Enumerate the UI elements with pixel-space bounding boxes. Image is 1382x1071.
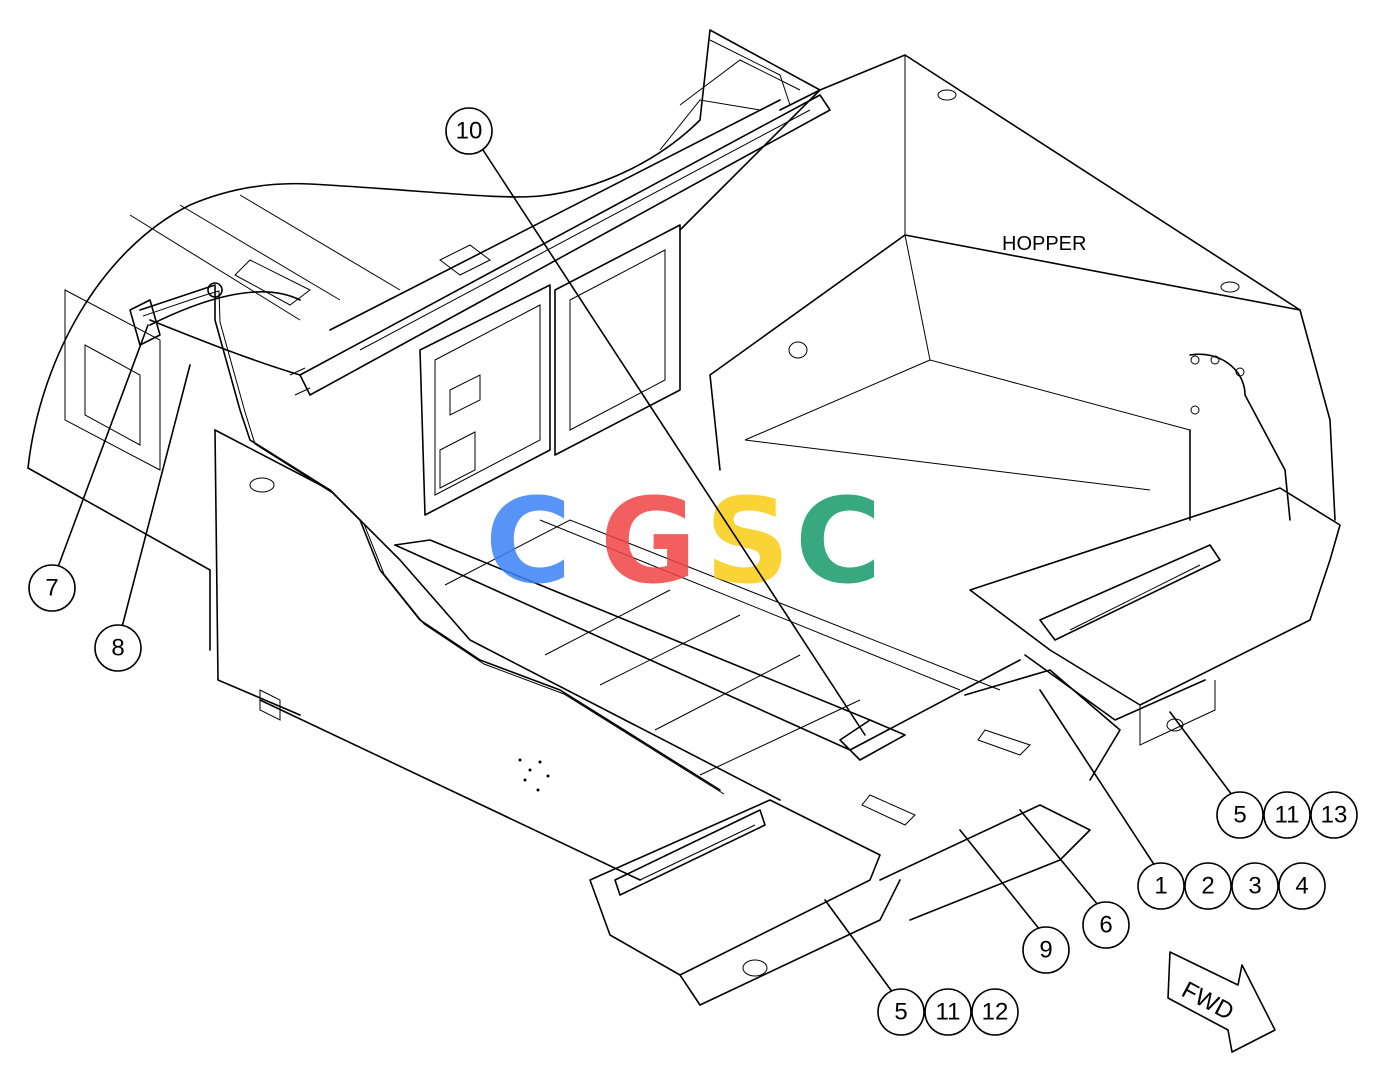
leader-10 (482, 149, 866, 736)
callout-group-1-2-3-4: 1 2 3 4 (1137, 862, 1326, 910)
leader-9 (959, 829, 1041, 931)
leader-8 (121, 364, 191, 628)
callout-6-text: 6 (1099, 912, 1112, 939)
leader-5-11-13 (1169, 711, 1233, 796)
callout-12-text: 12 (982, 999, 1009, 1026)
callout-1-text: 1 (1154, 873, 1167, 900)
callout-7: 7 (28, 564, 76, 612)
callout-9: 9 (1022, 926, 1070, 974)
floor-frame (394, 519, 1121, 826)
callout-group-5-11-13: 5 11 13 (1216, 791, 1358, 839)
left-fender (214, 429, 781, 881)
callout-13-text: 13 (1321, 802, 1348, 829)
callout-8: 8 (94, 624, 142, 672)
watermark: C G S C (485, 472, 882, 610)
watermark-letter-g: G (600, 472, 697, 610)
callout-11b-text: 11 (936, 999, 961, 1026)
watermark-letter-c2: C (795, 472, 882, 610)
leader-1-2-3-4 (1039, 689, 1156, 867)
callout-5-text: 5 (1233, 802, 1246, 829)
callout-8-text: 8 (111, 635, 124, 662)
cab-body (27, 29, 821, 651)
leader-lines (57, 149, 1233, 994)
center-boxes (419, 224, 681, 516)
right-step (969, 487, 1341, 746)
callout-7-text: 7 (45, 575, 58, 602)
watermark-letter-s: S (705, 472, 790, 610)
hydraulic-lines (129, 282, 725, 795)
callout-6: 6 (1082, 901, 1130, 949)
callout-group-5-11-12: 5 11 12 (877, 988, 1019, 1036)
callouts: 10 7 8 5 11 13 1 2 3 4 (28, 107, 1358, 1036)
callout-2-text: 2 (1201, 873, 1214, 900)
callout-4-text: 4 (1295, 873, 1308, 900)
front-step (589, 799, 1091, 1006)
callout-10-text: 10 (456, 118, 483, 145)
leader-6 (1019, 809, 1099, 906)
hopper-label: HOPPER (1002, 233, 1086, 255)
leader-7 (57, 324, 149, 568)
callout-5b-text: 5 (894, 999, 907, 1026)
hopper: HOPPER (679, 54, 1336, 521)
upper-frame (299, 94, 831, 396)
watermark-letter-c1: C (485, 472, 572, 610)
fwd-arrow: FWD (1167, 951, 1276, 1053)
callout-11-text: 11 (1275, 802, 1300, 829)
leader-5-11-12 (824, 899, 894, 994)
callout-3-text: 3 (1248, 873, 1261, 900)
callout-9-text: 9 (1039, 937, 1052, 964)
callout-10: 10 (445, 107, 493, 155)
